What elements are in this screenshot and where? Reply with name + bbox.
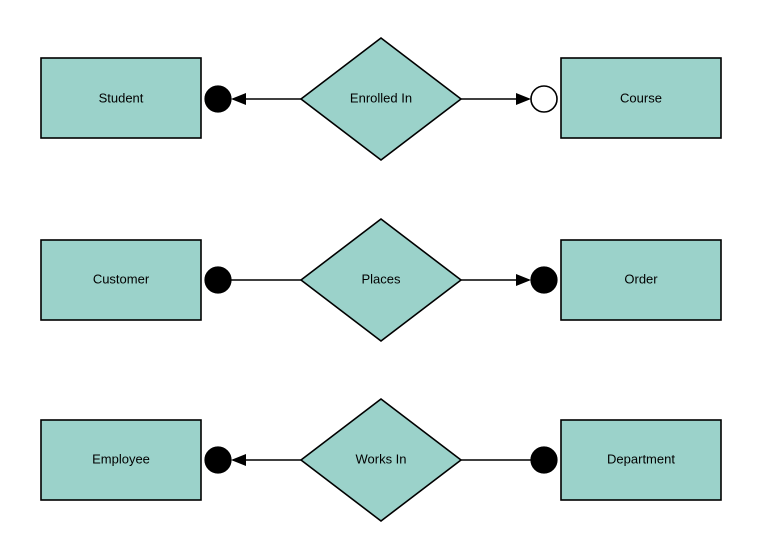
relationship-group-places: Customer Places Order (40, 217, 722, 343)
relationship-label-enrolled-in: Enrolled In (350, 90, 412, 105)
cardinality-marker-student-many (204, 85, 232, 113)
arrowhead-toward-order (516, 274, 531, 286)
entity-label-order: Order (624, 271, 658, 286)
entity-course[interactable] (560, 57, 722, 139)
cardinality-marker-order-many (530, 266, 558, 294)
relationship-label-places: Places (361, 271, 401, 286)
arrowhead-toward-employee (231, 454, 246, 466)
relationship-diamond-places[interactable] (299, 217, 463, 343)
cardinality-marker-customer-many (204, 266, 232, 294)
entity-student[interactable] (40, 57, 202, 139)
cardinality-marker-department-many (530, 446, 558, 474)
relationship-group-enrolled-in: Student Enrolled In Course (40, 36, 722, 162)
arrowhead-toward-student (231, 93, 246, 105)
relationship-diamond-works-in[interactable] (299, 397, 463, 523)
entity-order[interactable] (560, 239, 722, 321)
entity-employee[interactable] (40, 419, 202, 501)
entity-customer[interactable] (40, 239, 202, 321)
entity-label-student: Student (99, 90, 144, 105)
relationship-diamond-enrolled-in[interactable] (299, 36, 463, 162)
entity-label-department: Department (607, 451, 675, 466)
entity-label-customer: Customer (93, 271, 150, 286)
entity-label-course: Course (620, 90, 662, 105)
cardinality-marker-course-one (530, 85, 558, 113)
relationship-group-works-in: Employee Works In Department (40, 397, 722, 523)
arrowhead-toward-course (516, 93, 531, 105)
cardinality-marker-employee-many (204, 446, 232, 474)
relationship-label-works-in: Works In (355, 451, 406, 466)
entity-label-employee: Employee (92, 451, 150, 466)
entity-department[interactable] (560, 419, 722, 501)
